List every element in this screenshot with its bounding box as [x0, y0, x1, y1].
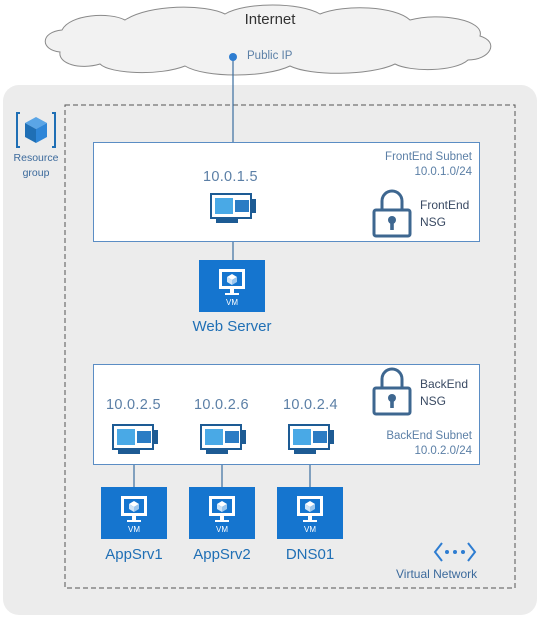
public-ip-label: Public IP — [247, 50, 293, 62]
resource-group-label-line2: group — [22, 167, 50, 179]
dns01-vm-badge: VM — [304, 525, 316, 534]
backend-subnet-name: BackEnd Subnet — [386, 430, 472, 442]
frontend-subnet-name: FrontEnd Subnet — [385, 151, 472, 163]
dns01-vm-icon: VM — [277, 487, 343, 539]
backend-subnet — [93, 364, 480, 465]
dns01-nic-icon — [288, 424, 336, 456]
frontend-subnet-cidr: 10.0.1.0/24 — [414, 166, 472, 178]
dns01-nic-ip: 10.0.2.4 — [283, 397, 338, 413]
resource-group-label: Resource group — [6, 151, 66, 181]
backend-subnet-cidr: 10.0.2.0/24 — [414, 445, 472, 457]
resource-group-label-line1: Resource — [13, 152, 59, 164]
web-server-vm-badge: VM — [226, 298, 238, 307]
backend-nsg-line2: NSG — [420, 394, 447, 408]
backend-nsg-label: BackEnd NSG — [420, 376, 468, 410]
internet-cloud — [44, 4, 492, 76]
internet-label: Internet — [244, 11, 296, 28]
frontend-nsg-label: FrontEnd NSG — [420, 197, 469, 231]
frontend-nsg-line1: FrontEnd — [420, 198, 470, 212]
frontend-nsg-lock-icon — [372, 188, 412, 238]
dns01-label: DNS01 — [285, 546, 335, 563]
appsrv2-nic-ip: 10.0.2.6 — [194, 397, 249, 413]
appsrv2-label: AppSrv2 — [193, 546, 251, 563]
web-server-label: Web Server — [192, 318, 272, 335]
appsrv2-nic-icon — [200, 424, 248, 456]
appsrv1-nic-ip: 10.0.2.5 — [106, 397, 161, 413]
backend-nsg-lock-icon — [372, 366, 412, 416]
frontend-subnet-label: FrontEnd Subnet 10.0.1.0/24 — [355, 150, 472, 180]
appsrv1-label: AppSrv1 — [105, 546, 163, 563]
appsrv1-nic-icon — [112, 424, 160, 456]
frontend-nic-ip: 10.0.1.5 — [203, 169, 258, 185]
frontend-subnet — [93, 142, 480, 242]
backend-nsg-line1: BackEnd — [420, 377, 469, 391]
public-ip-dot — [229, 53, 237, 61]
appsrv2-vm-icon: VM — [189, 487, 255, 539]
virtual-network-boundary — [64, 104, 516, 589]
frontend-nsg-line2: NSG — [420, 215, 447, 229]
appsrv1-vm-badge: VM — [128, 525, 140, 534]
web-server-vm-icon: VM — [199, 260, 265, 312]
frontend-nic-icon — [210, 193, 258, 225]
resource-group-icon — [16, 112, 56, 148]
appsrv2-vm-badge: VM — [216, 525, 228, 534]
appsrv1-vm-icon: VM — [101, 487, 167, 539]
virtual-network-icon — [433, 542, 477, 562]
virtual-network-label: Virtual Network — [396, 567, 478, 581]
backend-subnet-label: BackEnd Subnet 10.0.2.0/24 — [355, 429, 472, 459]
